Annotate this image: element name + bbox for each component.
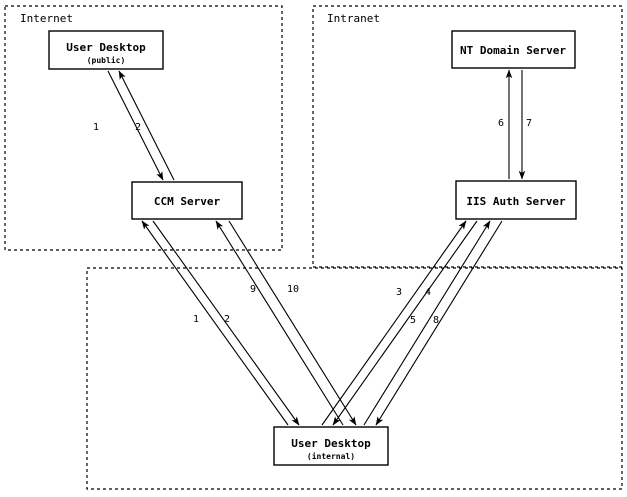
- zone-intranet-boundary: [312, 5, 623, 268]
- zone-internet-boundary: [4, 5, 283, 251]
- flow-line-4: [332, 220, 478, 426]
- node-user-desktop-internal-box[interactable]: [273, 426, 389, 466]
- flow-label-1-public: 1: [93, 122, 99, 133]
- flow-line-5: [363, 220, 491, 426]
- flow-label-4: 4: [425, 287, 431, 298]
- node-user-desktop-public[interactable]: User Desktop (public): [48, 30, 164, 70]
- flow-label-1-internal: 1: [193, 314, 199, 325]
- node-nt-domain-server[interactable]: NT Domain Server: [451, 30, 576, 69]
- flow-line-1-public: [107, 70, 164, 181]
- flow-line-9: [215, 220, 344, 426]
- flow-line-2-internal: [152, 220, 300, 426]
- node-ccm-server[interactable]: CCM Server: [131, 181, 243, 220]
- node-nt-domain-server-box[interactable]: [451, 30, 576, 69]
- node-ccm-server-label: CCM Server: [154, 195, 221, 208]
- flow-line-10: [228, 220, 357, 426]
- node-user-desktop-public-label: User Desktop: [66, 41, 146, 54]
- zone-label-internet: Internet: [20, 12, 73, 25]
- node-nt-domain-server-label: NT Domain Server: [460, 44, 566, 57]
- flow-label-9: 9: [250, 284, 256, 295]
- node-iis-auth-server-label: IIS Auth Server: [466, 195, 566, 208]
- node-user-desktop-public-sublabel: (public): [87, 55, 126, 65]
- node-iis-auth-server-box[interactable]: [455, 180, 577, 220]
- flow-line-2-public: [118, 70, 175, 181]
- flow-label-5: 5: [410, 315, 416, 326]
- flow-label-6: 6: [498, 118, 504, 129]
- flow-label-3: 3: [396, 287, 402, 298]
- node-user-desktop-internal-label: User Desktop: [291, 437, 371, 450]
- zone-label-intranet: Intranet: [327, 12, 380, 25]
- node-ccm-server-box[interactable]: [131, 181, 243, 220]
- flow-line-1-internal: [141, 220, 289, 426]
- node-iis-auth-server[interactable]: IIS Auth Server: [455, 180, 577, 220]
- flow-label-2-internal: 2: [224, 314, 230, 325]
- flow-line-3: [321, 220, 467, 426]
- flow-line-8: [375, 220, 503, 426]
- node-user-desktop-public-box[interactable]: [48, 30, 164, 70]
- flow-label-10: 10: [287, 284, 299, 295]
- node-user-desktop-internal[interactable]: User Desktop (internal): [273, 426, 389, 466]
- node-user-desktop-internal-sublabel: (internal): [307, 451, 355, 461]
- flow-label-2-public: 2: [135, 122, 141, 133]
- flow-label-7: 7: [526, 118, 532, 129]
- flow-label-8: 8: [433, 315, 439, 326]
